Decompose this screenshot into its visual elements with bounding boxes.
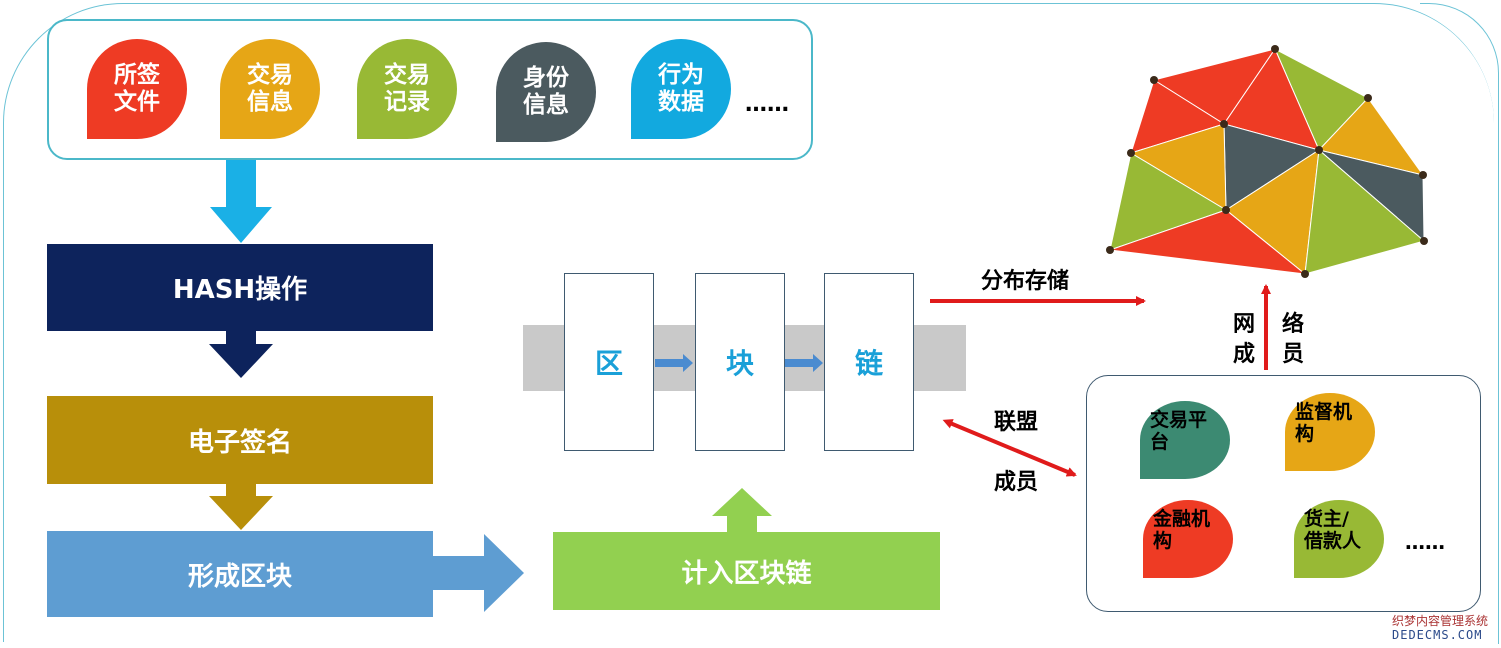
source-identity-info: 身份 信息 [496,42,596,142]
watermark-url: DEDECMS.COM [1392,628,1483,642]
chain-link-arrow-2 [785,354,823,372]
label-network-right: 络 员 [1282,312,1305,367]
arrow-alliance [942,419,1077,477]
source-transaction-record: 交易 记录 [357,39,457,139]
member-shipper-borrower: 货主/ 借款人 [1294,500,1384,578]
arrow-down-blue [210,160,272,243]
stage-record-chain: 计入区块链 [553,532,940,610]
member-more-ellipsis: …… [1405,530,1445,554]
chain-block-1: 区 [564,273,654,451]
chain-link-arrow-1 [655,354,693,372]
arrow-up-green [712,488,772,532]
arrow-down-gold [209,484,273,530]
member-regulator: 监督机 构 [1285,393,1375,471]
outer-frame [3,3,1494,642]
stage-hash: HASH操作 [47,244,433,331]
distributed-network [1109,47,1426,275]
source-transaction-info: 交易 信息 [220,39,320,139]
label-distributed-storage: 分布存储 [981,269,1070,294]
label-alliance-bottom: 成员 [994,470,1039,495]
member-trading-platform: 交易平 台 [1140,401,1230,479]
arrow-right-blue [433,534,524,612]
chain-block-3: 链 [824,273,914,451]
source-signed-file: 所签 文件 [87,39,187,139]
chain-block-2: 块 [695,273,785,451]
watermark-text: 织梦内容管理系统 [1392,614,1489,628]
label-network-left: 网 成 [1233,312,1256,367]
network-nodes [1106,45,1428,278]
label-alliance-top: 联盟 [994,410,1039,435]
source-more-ellipsis: …… [745,92,789,117]
member-financial-institution: 金融机 构 [1143,500,1233,578]
source-behavior-data: 行为 数据 [631,39,731,139]
stage-signature: 电子签名 [47,396,433,484]
stage-form-block: 形成区块 [47,531,433,617]
arrow-down-navy [209,331,273,378]
